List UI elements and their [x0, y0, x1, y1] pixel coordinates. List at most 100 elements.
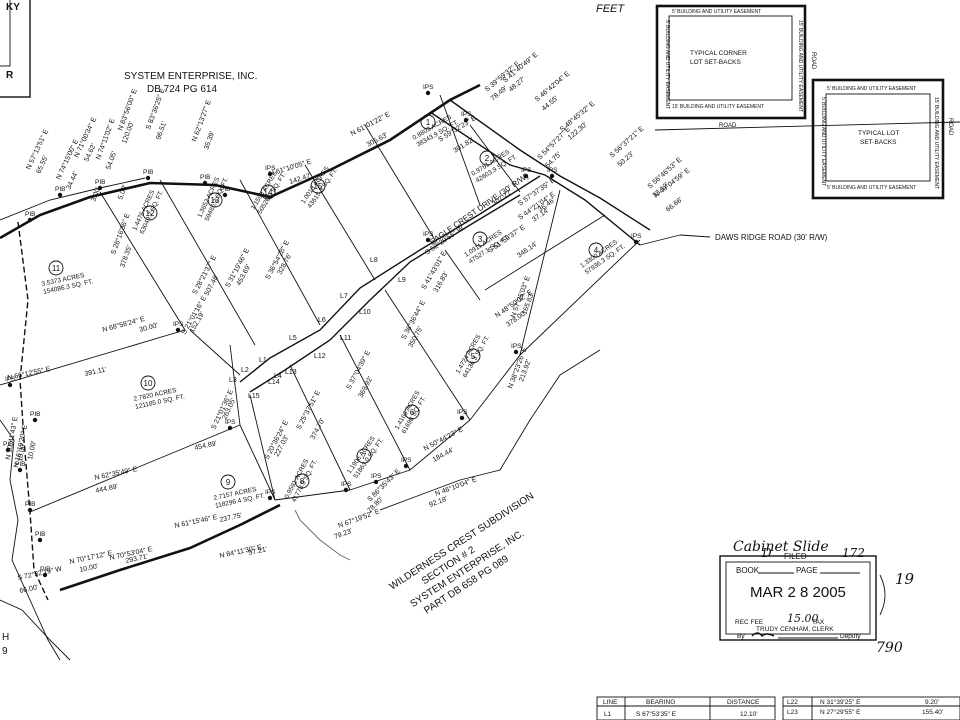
line-label: L11: [340, 335, 351, 342]
lot-9: 92.7157 ACRES118296.4 SQ. FT.: [213, 474, 266, 510]
bearing-distance-label: N 46°10'04" E: [434, 475, 478, 498]
line-table-cell: L1: [604, 711, 612, 718]
left-edge-fragment: 9: [2, 646, 8, 657]
stamp-date: MAR 2 8 2005: [750, 584, 846, 601]
bearing-distance-label: 346.14': [516, 241, 539, 260]
lot-15: 151.0013 ACRES43615.3 SQ. FT.: [300, 165, 340, 210]
svg-text:PIB: PIB: [220, 186, 230, 193]
bearing-distance-label: S 41°43'01" E: [420, 249, 449, 291]
lot-number-circle: [260, 184, 276, 200]
lot-number-circle: [472, 231, 488, 247]
iron-pin-set-marker: IPS: [631, 233, 642, 245]
pin-in-bedrock-marker: PIB: [200, 174, 210, 186]
iron-pin-set-marker: IPS: [173, 321, 184, 333]
svg-text:PIB: PIB: [15, 461, 25, 468]
pin-in-bedrock-marker: PIB: [35, 531, 45, 543]
svg-text:IPS: IPS: [265, 489, 276, 496]
road-label: ROAD: [810, 52, 816, 70]
pin-in-bedrock-marker: PIB: [220, 186, 230, 198]
line-label: L12: [314, 353, 326, 360]
lot-6: 61.4166 ACRES61698 SQ. FT.: [394, 389, 429, 435]
lot-number-circle: [420, 114, 436, 130]
bearing-distance-label: 96.51': [155, 121, 168, 141]
stamp-book: BOOK: [736, 566, 760, 575]
lot-10: 102.7820 ACRES121185.0 SQ. FT.: [133, 375, 186, 411]
bearing-distance-label: N 70°17'12" E: [69, 549, 114, 566]
bearing-distance-label: 92.18': [428, 496, 448, 509]
pin-in-bedrock-marker: PIB: [15, 461, 25, 473]
lot-number: 12: [146, 209, 155, 218]
road-label: ROAD: [947, 118, 953, 136]
svg-text:IPS: IPS: [511, 343, 522, 350]
inset-title: TYPICAL LOT: [858, 130, 899, 137]
easement-label: 5' BUILDING AND UTILITY EASEMENT: [672, 9, 761, 15]
stamp-page: PAGE: [796, 566, 818, 575]
bearing-distance-label: 369.92': [358, 376, 375, 399]
line-label: L1: [259, 357, 267, 364]
bearing-distance-label: 5.00': [117, 184, 129, 200]
stamp-by: By: [737, 633, 745, 640]
lot-number: 8: [300, 477, 305, 486]
lot-3: 31.0911 ACRES47527.1 SQ. FT.: [463, 227, 511, 265]
line-label: L8: [370, 257, 378, 264]
svg-text:IPS: IPS: [547, 167, 558, 174]
lot-12: 121.4476 ACRES63049.7 SQ. FT.: [131, 189, 165, 236]
bearing-distance-label: 237.75': [219, 512, 243, 524]
iron-pin-set-marker: IPS: [265, 165, 276, 177]
lot-11: 113.5373 ACRES154086.3 SQ. FT.: [41, 260, 94, 296]
lot-area: 1.4166 ACRES61698 SQ. FT.: [394, 389, 429, 435]
lot-area: 1.3300 ACRES57936.3 SQ. FT.: [579, 237, 627, 277]
pin-in-bedrock-marker: PIB: [25, 501, 35, 513]
bearing-distance-label: 3.00': [90, 186, 102, 202]
stamp-rec-fee-hand: 15.00: [787, 612, 819, 625]
pin-in-bedrock-marker: PIB: [25, 211, 35, 223]
bearing-distance-label: 79.23': [333, 528, 353, 541]
stamp-handwritten-title: Cabinet Slide: [733, 539, 829, 555]
svg-text:PIB: PIB: [40, 566, 50, 573]
svg-text:IPS: IPS: [521, 167, 532, 174]
iron-pin-set-marker: IPS: [265, 489, 276, 501]
pin-in-bedrock-marker: PIB: [40, 566, 50, 578]
bearing-distance-label: N 62°35'49" E: [94, 465, 139, 482]
line-label: L6: [318, 317, 326, 324]
margin-number: 19: [895, 570, 915, 588]
svg-text:R: R: [6, 70, 14, 81]
easement-label: 15' BUILDING AND UTILITY EASEMENT: [672, 104, 764, 110]
iron-pin-set-marker: IPS: [341, 481, 352, 493]
iron-pin-set-marker: IPS: [401, 457, 412, 469]
lot-number-circle: [142, 205, 158, 221]
lot-area: 1.0911 ACRES47527.1 SQ. FT.: [463, 227, 511, 265]
line-table-cell: L22: [787, 699, 798, 706]
pin-in-bedrock-marker: PIB: [55, 186, 65, 198]
iron-pin-set-marker: IPS: [457, 409, 468, 421]
line-label: L10: [359, 309, 371, 316]
svg-text:PIB: PIB: [200, 174, 210, 181]
bearing-distance-label: 34.44': [65, 171, 79, 191]
lot-5: 51.4724 ACRES64136.3 SQ. FT.: [455, 333, 492, 379]
line-label: L5: [289, 335, 297, 342]
lot-number: 10: [144, 379, 153, 388]
line-table-header: DISTANCE: [727, 699, 760, 706]
inset-title: TYPICAL CORNER: [690, 50, 747, 57]
bearing-distance-label: 374.70': [310, 418, 327, 441]
line-table-cell: L23: [787, 709, 798, 716]
line-label: L2: [241, 367, 249, 374]
bearing-distance-label: 391.11': [84, 366, 107, 377]
svg-text:PIB: PIB: [30, 411, 40, 418]
road-label: ROAD: [719, 123, 737, 129]
lot-number: 9: [226, 478, 231, 487]
svg-text:IPS: IPS: [5, 376, 16, 383]
iron-pin-set-marker: IPS: [547, 167, 558, 179]
svg-text:IPS: IPS: [423, 231, 434, 238]
bearing-distance-label: N 61°15'46" E: [174, 513, 219, 530]
lot-number-circle: [588, 242, 604, 258]
bearing-distance-label: 378.35': [119, 245, 133, 269]
stamp-clerk: TRUDY CENHAM, CLERK: [756, 626, 834, 633]
bearing-distance-label: 444.89': [95, 483, 119, 495]
iron-pin-set-marker: IPS: [5, 376, 16, 388]
line-table-header: LINE: [603, 699, 618, 706]
lot-number: 7: [362, 452, 367, 461]
line-label: L14: [268, 379, 280, 386]
bearing-distance-label: 293.71': [125, 553, 149, 565]
